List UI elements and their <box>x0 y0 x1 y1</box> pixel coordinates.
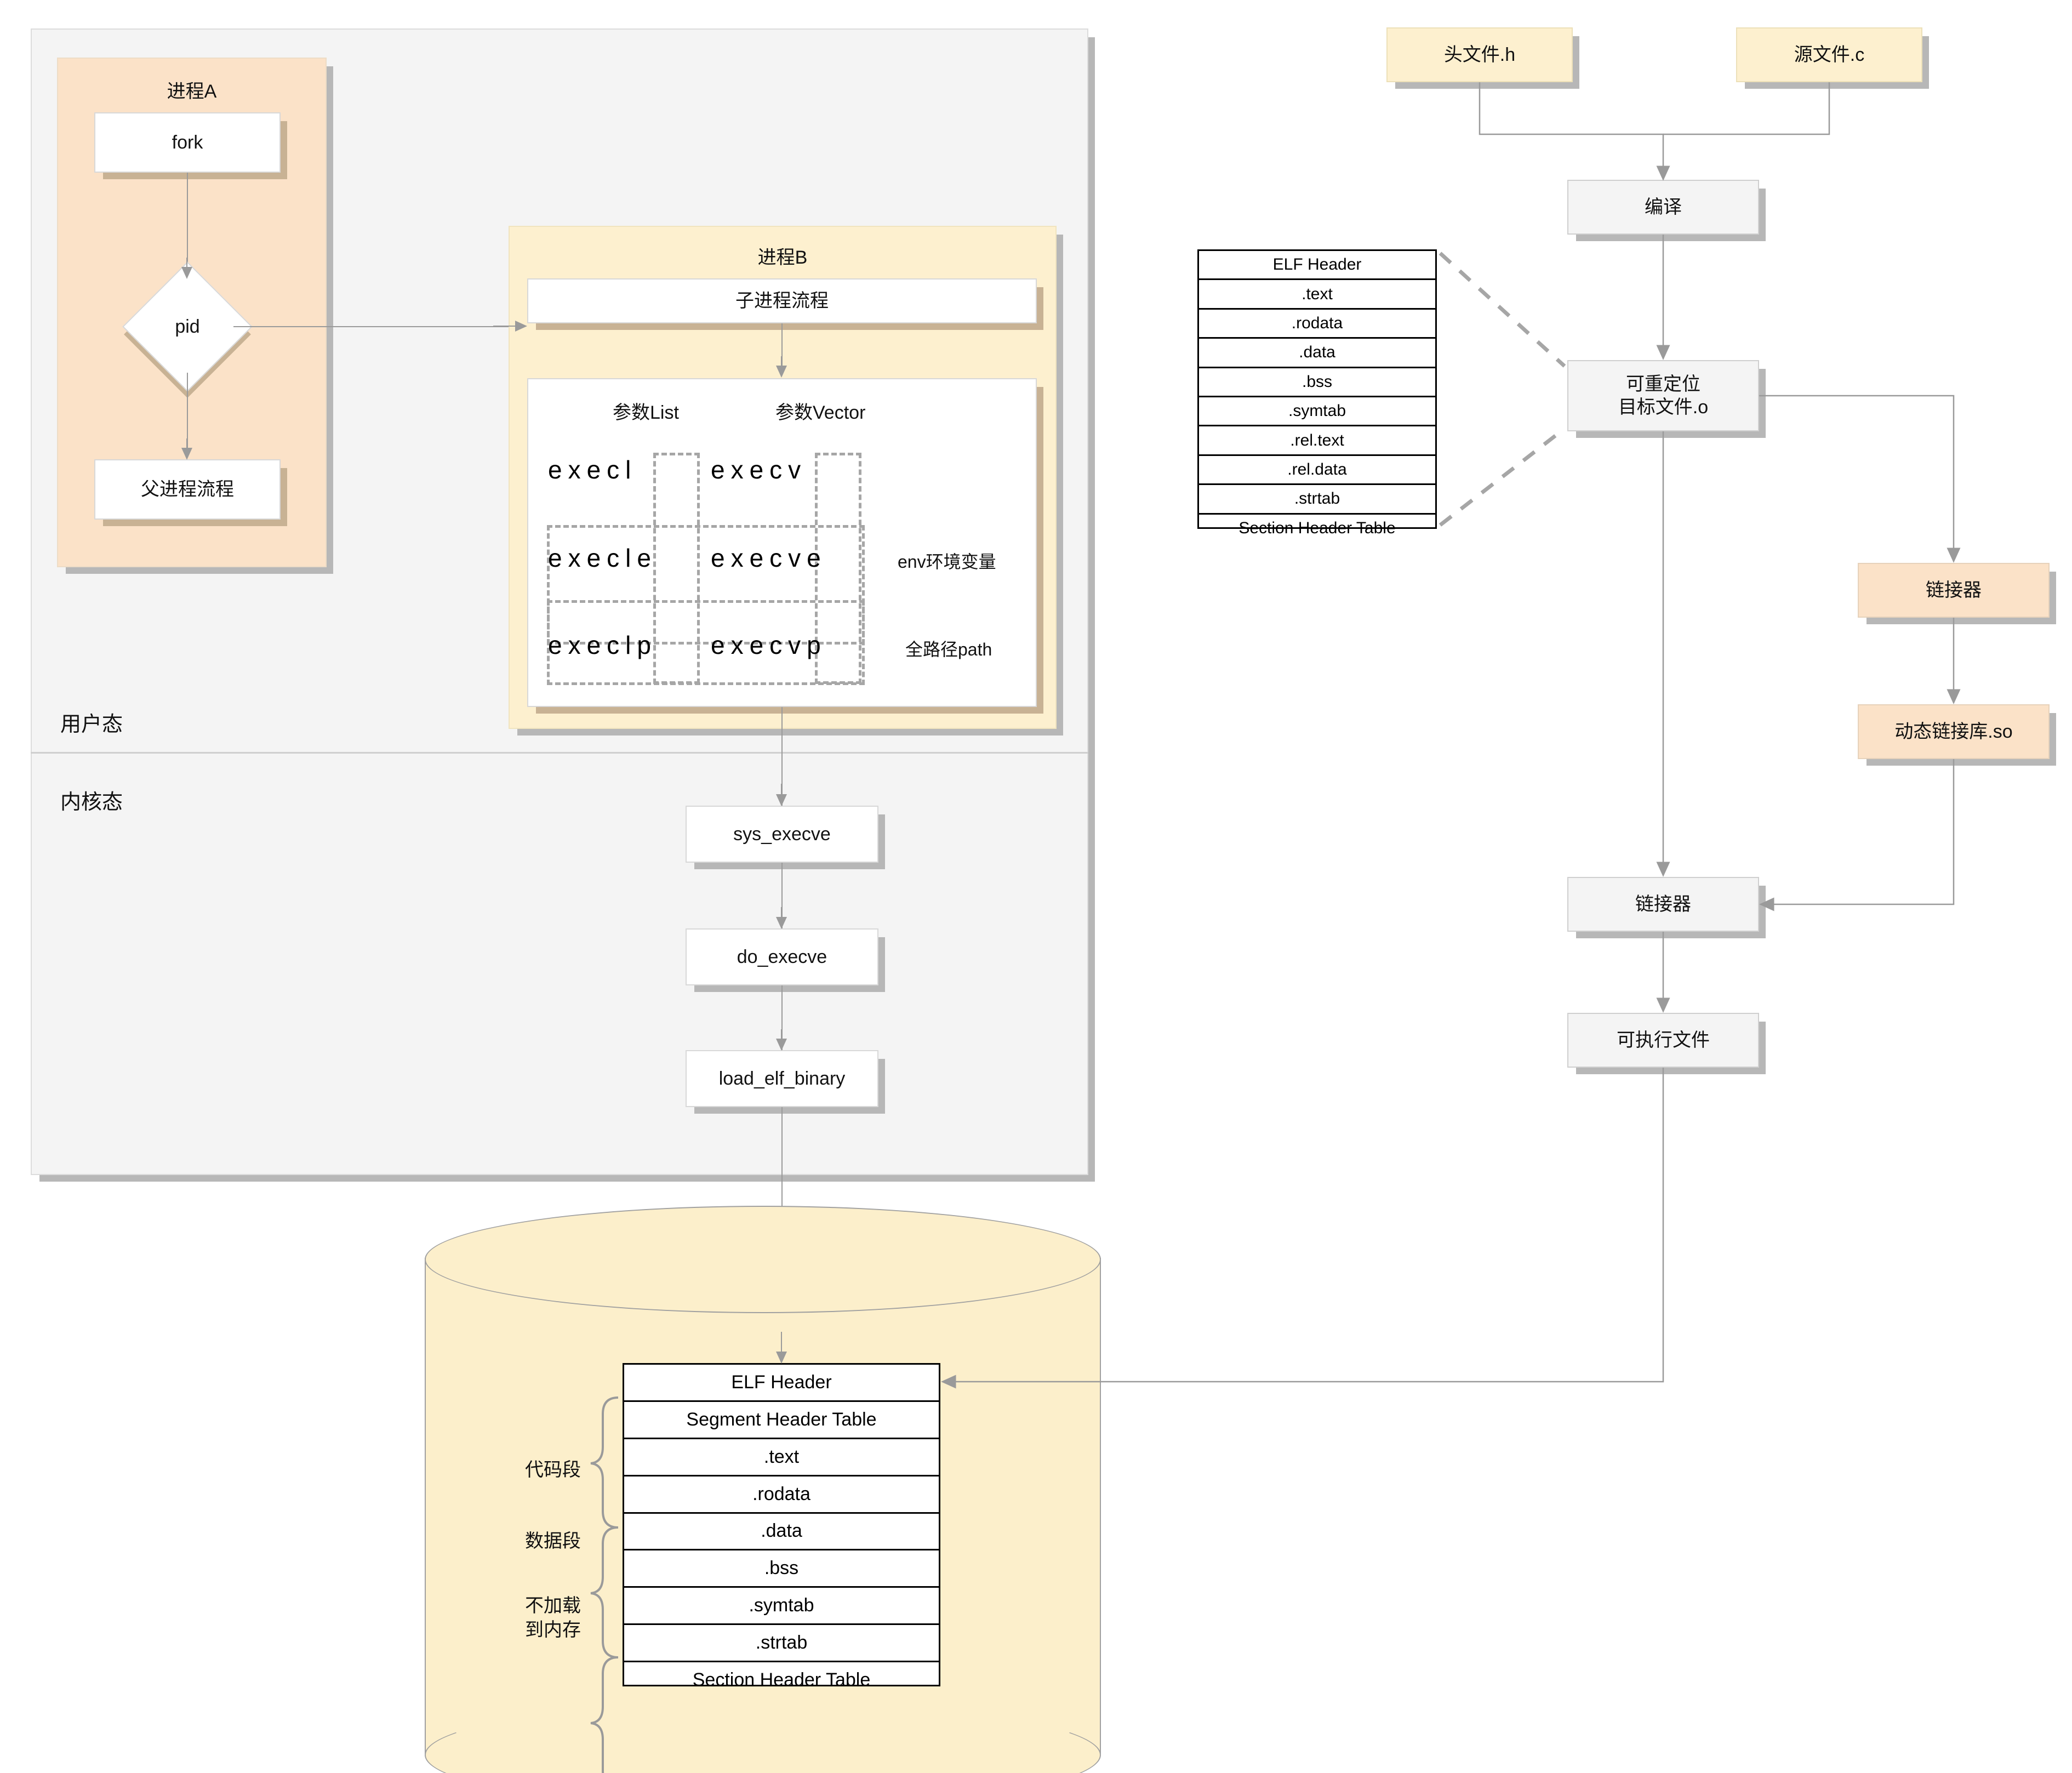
shared-library-node[interactable]: 动态链接库.so <box>1858 704 2050 759</box>
object-file-section-strip: ELF Header.text.rodata.data.bss.symtab.r… <box>1197 249 1437 537</box>
arrow-sourcefile-compile <box>1663 82 1830 135</box>
mode-divider <box>31 752 1088 754</box>
sys-execve-node[interactable]: sys_execve <box>686 806 878 863</box>
exec-cell-execle: execle <box>548 544 657 572</box>
pid-label: pid <box>175 316 200 337</box>
load-elf-binary-node[interactable]: load_elf_binary <box>686 1050 878 1107</box>
executable-node[interactable]: 可执行文件 <box>1567 1013 1759 1068</box>
arrow-relocatable-linker-dynamic <box>1759 395 1961 563</box>
edge-pid-to-parent <box>187 373 188 458</box>
exec-cell-execv: execv <box>711 455 807 484</box>
memory-image-row: .symtab <box>624 1588 939 1626</box>
relocatable-object-node[interactable]: 可重定位 目标文件.o <box>1567 360 1759 431</box>
object-section-row: Section Header Table <box>1238 518 1396 537</box>
exec-cell-execve: execve <box>711 544 827 572</box>
object-section-row: .rel.text <box>1199 426 1435 456</box>
memory-image-row: ELF Header <box>624 1365 939 1402</box>
edge-pid-to-process-b <box>233 326 518 327</box>
edge-doexecve-to-loadelf <box>781 985 783 1050</box>
linker-final-node[interactable]: 链接器 <box>1567 877 1759 932</box>
object-section-row: .data <box>1199 339 1435 368</box>
edge-sysexecve-to-doexecve <box>781 863 783 928</box>
exec-family-panel <box>527 378 1037 707</box>
parent-flow-node[interactable]: 父进程流程 <box>94 459 281 520</box>
brace-label-not-loaded: 不加载 到内存 <box>525 1595 581 1641</box>
exec-note-path: 全路径path <box>905 640 992 659</box>
exec-column-list-label: 参数List <box>613 402 679 423</box>
dash-box-path-row <box>547 600 865 685</box>
exec-column-vector-label: 参数Vector <box>775 402 866 423</box>
source-file-node[interactable]: 源文件.c <box>1736 27 1922 82</box>
process-b-title: 进程B <box>757 247 808 268</box>
memory-image-row: Section Header Table <box>692 1669 871 1690</box>
memory-cylinder-top <box>425 1206 1101 1313</box>
brace-label-data-segment: 数据段 <box>525 1531 581 1552</box>
exec-cell-execvp: execvp <box>711 631 827 659</box>
user-mode-label: 用户态 <box>60 713 123 736</box>
do-execve-node[interactable]: do_execve <box>686 928 878 985</box>
object-section-row: .rel.data <box>1199 456 1435 486</box>
object-section-row: .bss <box>1199 368 1435 397</box>
fork-node[interactable]: fork <box>94 112 281 173</box>
kernel-mode-label: 内核态 <box>60 791 123 814</box>
dashed-expand-bottom <box>1439 427 1566 527</box>
header-file-node[interactable]: 头文件.h <box>1386 27 1573 82</box>
edge-childflow-to-exec <box>781 323 783 374</box>
object-section-row: .strtab <box>1199 485 1435 515</box>
memory-image-row: .strtab <box>624 1625 939 1662</box>
arrow-sharedlib-linkerfinal <box>1759 759 1955 911</box>
memory-image-row: Segment Header Table <box>624 1402 939 1439</box>
edge-execpanel-to-sysexecve <box>781 707 783 806</box>
dash-box-env-row <box>547 525 865 645</box>
exec-note-env: env环境变量 <box>898 552 996 572</box>
memory-image-row: .bss <box>624 1550 939 1588</box>
dashed-expand-top <box>1439 252 1566 368</box>
pid-decision[interactable]: pid <box>122 261 253 392</box>
arrow-headerfile-compile <box>1479 82 1670 181</box>
memory-image-row: .text <box>624 1439 939 1476</box>
exec-cell-execl: execl <box>548 455 637 484</box>
memory-image-row: .rodata <box>624 1476 939 1514</box>
brace-label-code-segment: 代码段 <box>525 1460 581 1480</box>
object-section-row: ELF Header <box>1199 251 1435 281</box>
edge-fork-to-pid <box>187 173 188 277</box>
object-section-row: .symtab <box>1199 397 1435 427</box>
object-section-row: .rodata <box>1199 310 1435 339</box>
child-flow-node[interactable]: 子进程流程 <box>527 278 1037 323</box>
object-section-row: .text <box>1199 280 1435 310</box>
compile-node[interactable]: 编译 <box>1567 180 1759 235</box>
memory-image-row: .data <box>624 1514 939 1551</box>
process-a-title: 进程A <box>167 81 217 102</box>
linker-dynamic-node[interactable]: 链接器 <box>1858 563 2050 618</box>
exec-cell-execlp: execlp <box>548 631 657 659</box>
